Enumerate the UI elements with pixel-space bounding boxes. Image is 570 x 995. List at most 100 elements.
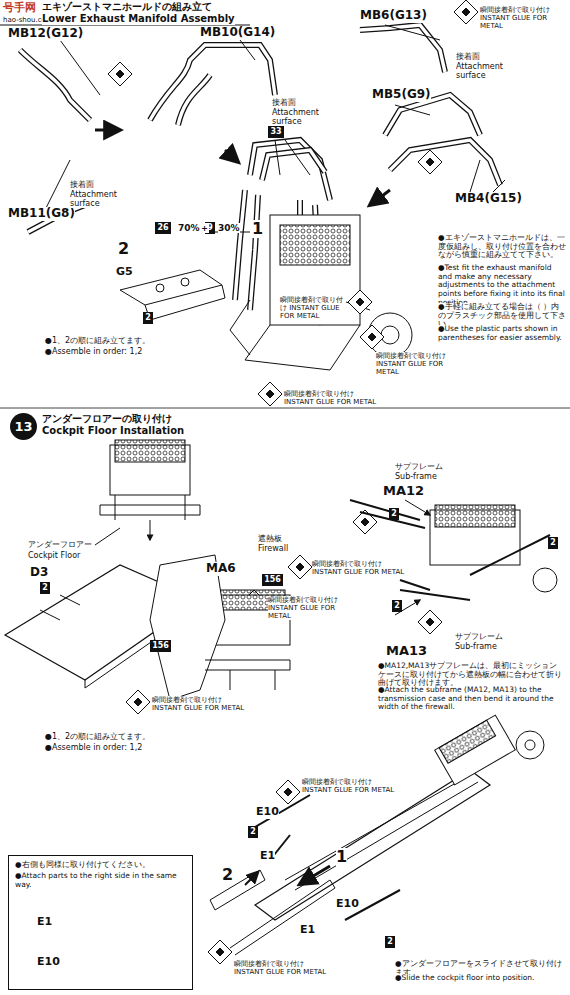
drawing-stroke [516, 731, 544, 759]
glue-note: 瞬間接着剤で取り付け INSTANT GLUE FOR METAL [268, 596, 360, 620]
paint-callout: 2 [385, 936, 395, 948]
drawing-stroke [454, 0, 478, 24]
drawing-stroke [368, 333, 376, 341]
drawing-stroke [235, 190, 245, 300]
drawing-stroke [405, 500, 430, 515]
drawing-stroke [288, 555, 312, 579]
drawing-stroke [284, 788, 292, 796]
glue-note: 瞬間接着剤で取り付け INSTANT GLUE FOR METAL [312, 560, 408, 576]
instruction-note: ●Slide the cockpit floor into position. [395, 974, 565, 983]
part-label: E1 [260, 850, 275, 863]
callout-number: 2 [392, 602, 402, 610]
drawing-stroke [156, 284, 164, 292]
glue-note: Attachment surface [70, 190, 122, 208]
drawing-stroke [0, 408, 570, 409]
part-label: Sub-frame [395, 472, 437, 481]
drawing-stroke [95, 528, 120, 545]
drawing-stroke [210, 870, 265, 910]
paint-callout: 2 [389, 508, 399, 520]
drawing-stroke [418, 610, 442, 634]
drawing-stroke [426, 618, 434, 626]
part-label: 1 [252, 220, 263, 238]
drawing-stroke [240, 40, 255, 60]
step-title: アンダーフロアーの取り付け [42, 413, 172, 425]
paint-callout: 2 [392, 600, 402, 612]
glue-note: 瞬間接着剤で取り付け INSTANT GLUE FOR METAL [280, 296, 346, 320]
part-label: MB11(G8) [8, 207, 75, 221]
drawing-stroke [462, 8, 470, 16]
drawing-stroke [108, 62, 132, 86]
drawing-stroke [470, 535, 550, 575]
callout-number: 2 [385, 938, 395, 946]
part-label: 接着面 [272, 98, 296, 107]
drawing-stroke [150, 555, 225, 700]
callout-number: 33 [268, 128, 284, 136]
drawing-stroke [381, 326, 399, 344]
drawing-stroke [120, 270, 222, 305]
drawing-stroke [285, 140, 310, 175]
part-label: サブフレーム [395, 462, 443, 471]
drawing-stroke [145, 285, 225, 320]
part-label: 1 [336, 848, 347, 866]
part-label: E1 [300, 924, 315, 937]
drawing-stroke [275, 140, 280, 175]
drawing-stroke [276, 780, 300, 804]
part-label: アンダーフロアー [28, 540, 92, 549]
callout-number: 2 [248, 828, 258, 836]
part-label: 30% [218, 223, 240, 233]
paint-callout: 33 [268, 126, 284, 138]
part-label: MB10(G14) [200, 26, 275, 40]
paint-callout: 2 [143, 312, 153, 324]
step-title: エキゾーストマニホールドの組み立て [42, 1, 212, 13]
drawing-stroke [181, 278, 189, 286]
part-label: E10 [256, 806, 279, 819]
drawing-stroke [435, 505, 515, 527]
drawing-stroke [296, 563, 304, 571]
paint-callout: 156 [262, 574, 283, 586]
glue-note: 瞬間接着剤で取り付け INSTANT GLUE FOR METAL [284, 390, 380, 406]
part-label: 接着面 [456, 52, 480, 61]
drawing-stroke [150, 520, 151, 540]
drawing-stroke [418, 150, 442, 174]
drawing-stroke [258, 382, 282, 406]
drawing-stroke [470, 160, 480, 192]
drawing-stroke [255, 770, 490, 920]
drawing-stroke [115, 495, 185, 520]
glue-note: 瞬間接着剤で取り付け INSTANT GLUE FOR METAL [302, 778, 402, 794]
drawing-stroke [116, 70, 124, 78]
drawing-stroke [525, 740, 535, 750]
step-number: 13 [10, 413, 37, 440]
drawing-stroke [385, 25, 440, 40]
part-label: G5 [116, 266, 133, 279]
drawing-stroke [0, 0, 570, 965]
callout-number: 2 [548, 539, 558, 547]
callout-number: 156 [262, 576, 283, 584]
part-label: サブフレーム [455, 632, 503, 641]
drawing-stroke [20, 50, 90, 120]
part-label: Sub-frame [455, 642, 497, 651]
paint-callout: 2 [40, 582, 50, 594]
part-label: MB5(G9) [372, 88, 431, 102]
part-label: MA13 [386, 644, 427, 659]
drawing-stroke [178, 75, 210, 125]
part-label: 2 [118, 240, 129, 258]
drawing-stroke [178, 75, 210, 125]
drawing-stroke [360, 25, 445, 72]
part-label: 接着面 [70, 180, 94, 189]
drawing-stroke [368, 313, 412, 357]
drawing-stroke [300, 866, 330, 884]
callout-number: 2 [40, 584, 50, 592]
part-label: MB6(G13) [360, 9, 427, 23]
drawing-stroke [245, 872, 258, 885]
drawing-stroke [245, 325, 360, 370]
drawing-stroke [95, 129, 120, 132]
paint-callout: 2 [548, 537, 558, 549]
drawing-stroke [60, 40, 100, 95]
part-label: Cockpit Floor [28, 551, 80, 560]
part-label: 遮熱板 [258, 534, 282, 543]
drawing-stroke [270, 215, 360, 325]
drawing-stroke [280, 225, 350, 265]
drawing-stroke [134, 698, 142, 706]
instruction-note: ●1、2の順に組み立てます。 [45, 336, 150, 345]
instruction-note: ●MA12,MA13サブフレームは、最初にミッションケースに取り付けてから遮熱板… [378, 662, 564, 688]
